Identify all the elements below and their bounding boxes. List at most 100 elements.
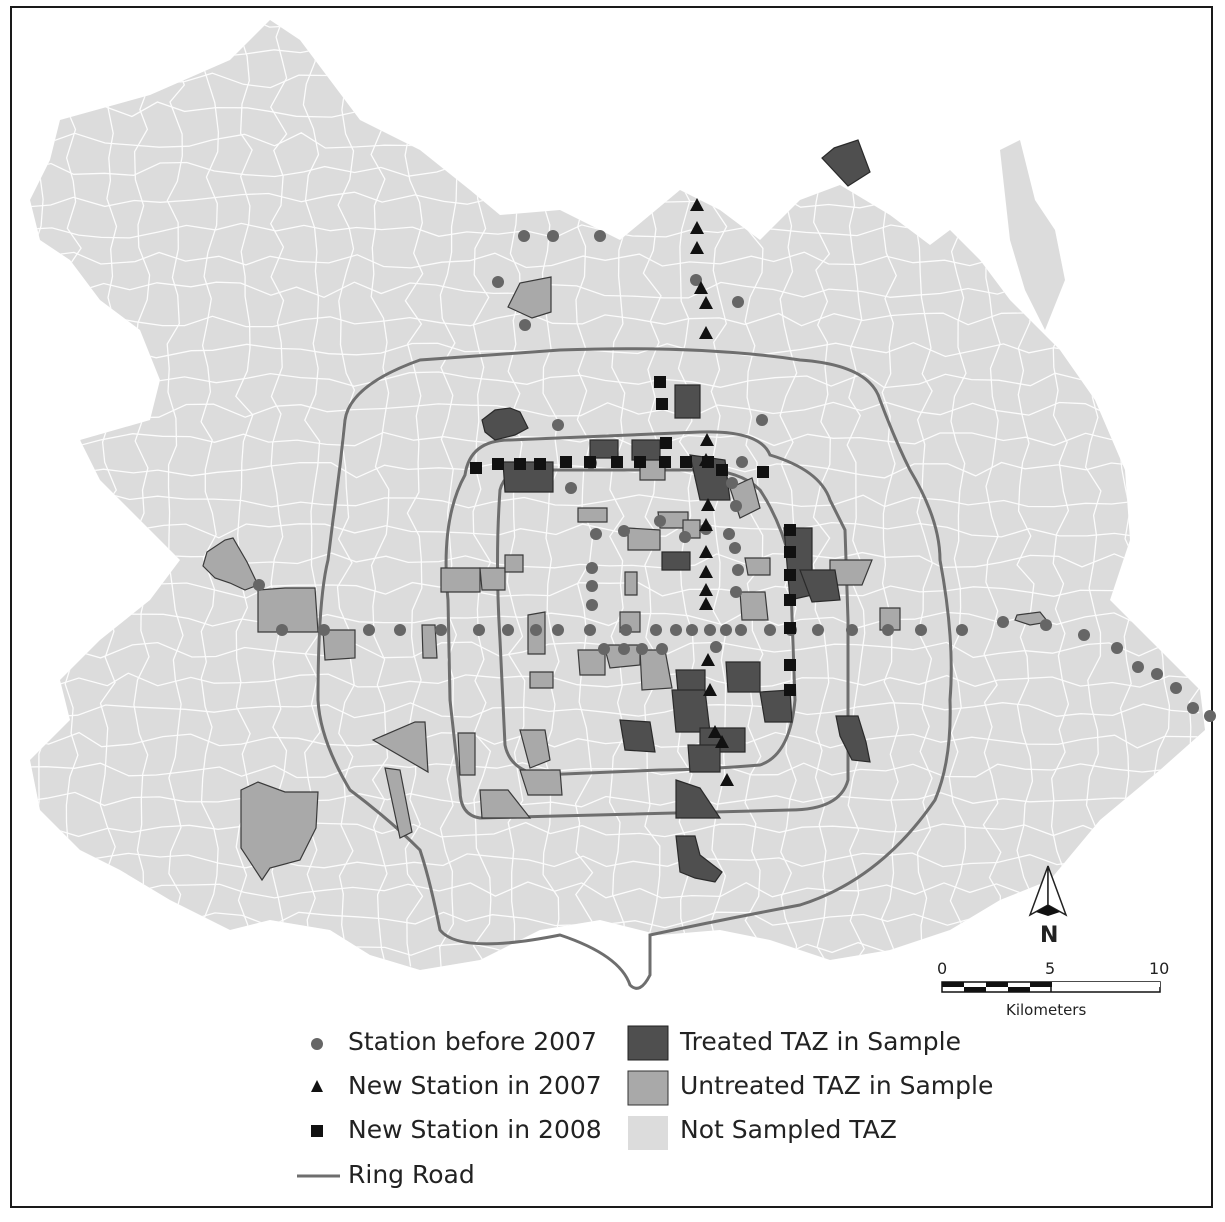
station-before-2007-marker [565,482,577,494]
ring-road-outer [316,347,953,990]
station-before-2007-marker [394,624,406,636]
station-before-2007-marker [654,515,666,527]
scale-tick-5: 5 [1045,959,1056,978]
north-label: N [1040,923,1059,948]
station-2007-marker [699,545,713,558]
station-2007-marker [715,735,729,748]
untreated-taz-polygon [322,629,356,661]
station-before-2007-marker [435,624,447,636]
treated-swatch [627,1025,669,1061]
map-frame [10,6,1213,1208]
station-before-2007-marker [492,276,504,288]
station-before-2007-marker [736,456,748,468]
taz-boundary-line [30,20,1194,28]
station-2007-marker [700,433,714,446]
station-before-2007-marker [710,641,722,653]
station-before-2007-marker [726,477,738,489]
station-2008-marker [634,456,646,468]
treated-taz-polygon [835,715,871,763]
station-2008-marker [784,659,796,671]
station-2007-marker [690,198,704,211]
station-2008-marker [716,464,728,476]
station-before-2007-marker [1111,642,1123,654]
station-before-2007-marker [729,542,741,554]
station-before-2007-marker [1187,702,1199,714]
taz-boundary-line [30,852,1196,869]
station-before-2007-marker [618,525,630,537]
station-2008-marker [784,524,796,536]
station-2008-marker [702,456,714,468]
station-before-2007-marker [690,274,702,286]
treated-taz-polygon [799,569,841,603]
untreated-taz-polygon [627,527,661,551]
station-before-2007-marker [679,531,691,543]
station-2007-marker [699,326,713,339]
taz-boundary-line [132,20,152,967]
station-before-2007-marker [756,414,768,426]
legend-symbols [297,1025,669,1178]
station-before-2007-marker [1204,710,1216,722]
station-before-2007-marker [586,599,598,611]
taz-boundary-line [30,821,1193,838]
station-before-2007-marker [882,624,894,636]
station-before-2007-marker [518,230,530,242]
untreated-taz-polygon [479,567,506,591]
taz-boundary-line [30,342,1199,359]
square-icon [311,1125,323,1137]
station-before-2007-marker [502,624,514,636]
station-2008-marker [514,458,526,470]
stations-2007 [690,198,734,786]
station-before-2007-marker [253,579,265,591]
station-before-2007-marker [846,624,858,636]
station-before-2007-marker [473,624,485,636]
taz-boundary-line [31,20,49,967]
station-2008-marker [470,462,482,474]
station-before-2007-marker [552,419,564,431]
untreated-taz-polygon [479,789,532,819]
legend-label-new-station-2008: New Station in 2008 [348,1115,602,1144]
taz-boundary-line [336,20,356,970]
station-2008-marker [659,456,671,468]
station-before-2007-marker [1151,668,1163,680]
taz-boundary-line [370,20,390,970]
station-2008-marker [492,458,504,470]
station-before-2007-marker [650,624,662,636]
legend-label-not-sampled-taz: Not Sampled TAZ [680,1115,897,1144]
untreated-taz-polygon [519,729,551,769]
untreated-taz-polygon [240,781,319,882]
treated-taz-polygon [674,384,701,419]
station-before-2007-marker [956,624,968,636]
station-before-2007-marker [552,624,564,636]
station-before-2007-marker [686,624,698,636]
taz-boundary-line [1152,20,1171,967]
station-2007-marker [703,683,717,696]
taz-boundary-line [30,881,1196,899]
station-before-2007-marker [584,624,596,636]
treated-taz-polygon [675,669,706,693]
station-2007-marker [699,518,713,531]
treated-taz-polygon [687,744,721,773]
station-before-2007-marker [735,624,747,636]
station-before-2007-marker [586,562,598,574]
station-before-2007-marker [590,528,602,540]
taz-boundary-line [30,42,1198,59]
untreated-taz-polygon [577,649,606,676]
station-before-2007-marker [730,500,742,512]
station-2008-marker [611,456,623,468]
untreated-taz-polygon [1014,611,1050,626]
station-before-2007-marker [318,624,330,636]
legend-label-station-before-2007: Station before 2007 [348,1027,597,1056]
taz-boundary-line [404,20,424,967]
station-2007-marker [699,296,713,309]
untreated-taz-polygon [879,607,901,631]
station-before-2007-marker [812,624,824,636]
station-before-2007-marker [1170,682,1182,694]
station-before-2007-marker [519,319,531,331]
taz-boundary-line [30,731,1198,749]
station-2008-marker [784,622,796,634]
station-before-2007-marker [764,624,776,636]
legend-label-treated-taz: Treated TAZ in Sample [680,1027,962,1056]
station-before-2007-marker [997,616,1009,628]
legend-label-new-station-2007: New Station in 2007 [348,1071,602,1100]
station-before-2007-marker [915,624,927,636]
